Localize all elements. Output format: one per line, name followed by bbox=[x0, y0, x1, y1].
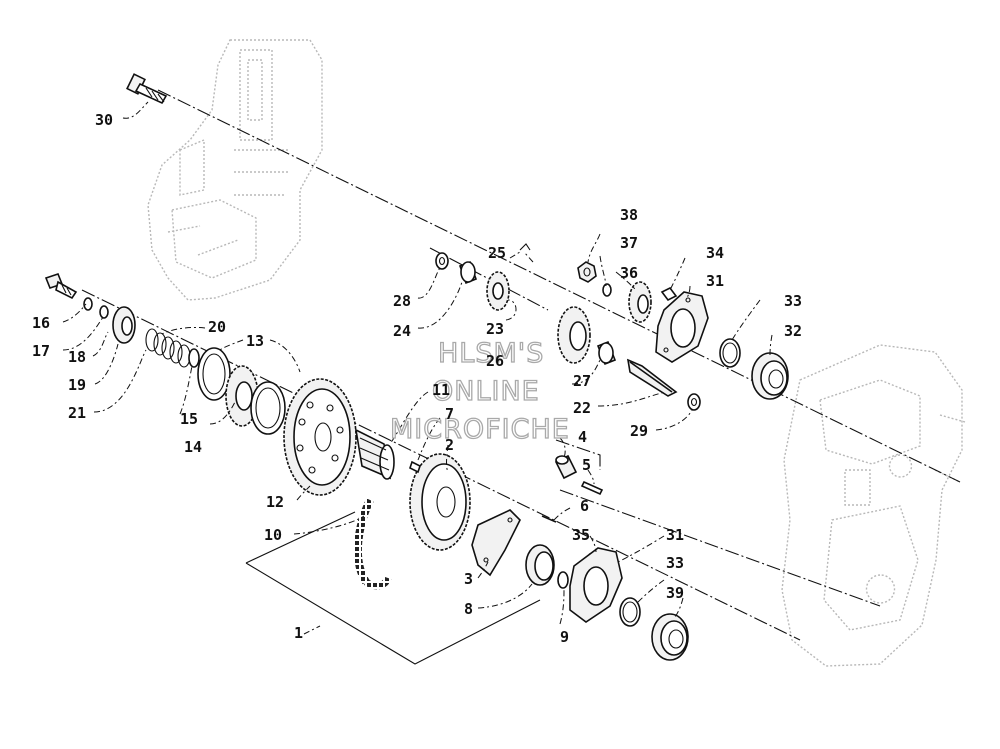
shaft-22 bbox=[626, 358, 678, 397]
washer-29 bbox=[687, 393, 701, 411]
nut-38 bbox=[577, 261, 597, 283]
callout-31-upper: 31 bbox=[706, 272, 724, 290]
callout-1: 1 bbox=[294, 624, 303, 642]
washer-13-second bbox=[250, 381, 286, 435]
large-sprocket-12 bbox=[283, 378, 357, 496]
callout-37: 37 bbox=[620, 234, 638, 252]
sprocket-23 bbox=[486, 271, 510, 311]
callout-18: 18 bbox=[68, 348, 86, 366]
washer-17 bbox=[83, 297, 93, 311]
key-25 bbox=[519, 243, 531, 251]
watermark-line-1: HLSM'S bbox=[438, 338, 544, 369]
ring-15 bbox=[188, 348, 200, 368]
callout-38: 38 bbox=[620, 206, 638, 224]
callout-26: 26 bbox=[486, 352, 504, 370]
callout-22: 22 bbox=[573, 399, 591, 417]
callout-35: 35 bbox=[572, 526, 590, 544]
callout-20: 20 bbox=[208, 318, 226, 336]
bolt-30 bbox=[126, 73, 168, 105]
callout-32: 32 bbox=[784, 322, 802, 340]
ghost-housing-right bbox=[781, 344, 966, 667]
callout-33-lower: 33 bbox=[666, 554, 684, 572]
bearing-32 bbox=[751, 352, 789, 400]
callout-labels: 30 25 38 37 36 34 31 33 32 28 24 23 26 2… bbox=[32, 111, 802, 646]
washer-37 bbox=[602, 283, 612, 297]
bolt-16 bbox=[44, 273, 78, 300]
watermark-line-3: MICROFICHE bbox=[390, 414, 570, 445]
screw-6 bbox=[541, 515, 557, 523]
callout-31-lower: 31 bbox=[666, 526, 684, 544]
bearing-39 bbox=[651, 613, 689, 661]
washer-9 bbox=[557, 571, 569, 589]
flange-19 bbox=[112, 306, 136, 344]
callout-33-upper: 33 bbox=[784, 292, 802, 310]
callout-11: 11 bbox=[432, 381, 450, 399]
hub-11 bbox=[354, 428, 395, 480]
washer-18 bbox=[99, 305, 109, 319]
seal-33-lower bbox=[619, 597, 641, 627]
callout-14: 14 bbox=[184, 438, 202, 456]
callout-7: 7 bbox=[445, 405, 454, 423]
callout-16: 16 bbox=[32, 314, 50, 332]
callout-12: 12 bbox=[266, 493, 284, 511]
callout-15: 15 bbox=[180, 410, 198, 428]
bolt-34 bbox=[660, 286, 678, 302]
callout-25: 25 bbox=[488, 244, 506, 262]
screw-5 bbox=[580, 480, 604, 496]
watermark-line-2: ONLINE bbox=[432, 376, 540, 407]
callout-4: 4 bbox=[578, 428, 587, 446]
callout-23: 23 bbox=[486, 320, 504, 338]
chain-10 bbox=[353, 498, 392, 590]
callout-28: 28 bbox=[393, 292, 411, 310]
callout-17: 17 bbox=[32, 342, 50, 360]
callout-13: 13 bbox=[246, 332, 264, 350]
callout-21: 21 bbox=[68, 404, 86, 422]
callout-19: 19 bbox=[68, 376, 86, 394]
watermark: HLSM'S ONLINE MICROFICHE bbox=[389, 337, 570, 445]
sprocket-2 bbox=[409, 453, 471, 551]
callout-29: 29 bbox=[630, 422, 648, 440]
leader-lines bbox=[62, 101, 773, 635]
pin-4 bbox=[554, 454, 578, 480]
screw-7 bbox=[409, 460, 421, 474]
callout-2: 2 bbox=[445, 436, 454, 454]
ghost-housing-left bbox=[147, 39, 323, 301]
callout-30: 30 bbox=[95, 111, 113, 129]
plate-3 bbox=[471, 509, 521, 577]
flange-plate-31-upper bbox=[655, 291, 709, 363]
callout-24: 24 bbox=[393, 322, 411, 340]
callout-3: 3 bbox=[464, 570, 473, 588]
callout-34: 34 bbox=[706, 244, 724, 262]
callout-8: 8 bbox=[464, 600, 473, 618]
callout-27: 27 bbox=[573, 372, 591, 390]
callout-9: 9 bbox=[560, 628, 569, 646]
sprocket-26 bbox=[557, 306, 591, 364]
sprocket-36 bbox=[628, 281, 652, 323]
callout-6: 6 bbox=[580, 497, 589, 515]
flange-plate-31-lower bbox=[569, 547, 623, 623]
callout-36: 36 bbox=[620, 264, 638, 282]
washer-28 bbox=[435, 252, 449, 270]
spacer-24 bbox=[458, 260, 478, 285]
washer-13 bbox=[197, 347, 231, 401]
assembly-bracket bbox=[245, 511, 541, 665]
clutch-disc-14 bbox=[225, 365, 259, 427]
seal-33-upper bbox=[719, 338, 741, 368]
spacer-27 bbox=[596, 340, 617, 366]
spring-20 bbox=[145, 328, 191, 368]
callout-39: 39 bbox=[666, 584, 684, 602]
callout-5: 5 bbox=[582, 456, 591, 474]
callout-10: 10 bbox=[264, 526, 282, 544]
collar-8 bbox=[525, 544, 555, 586]
